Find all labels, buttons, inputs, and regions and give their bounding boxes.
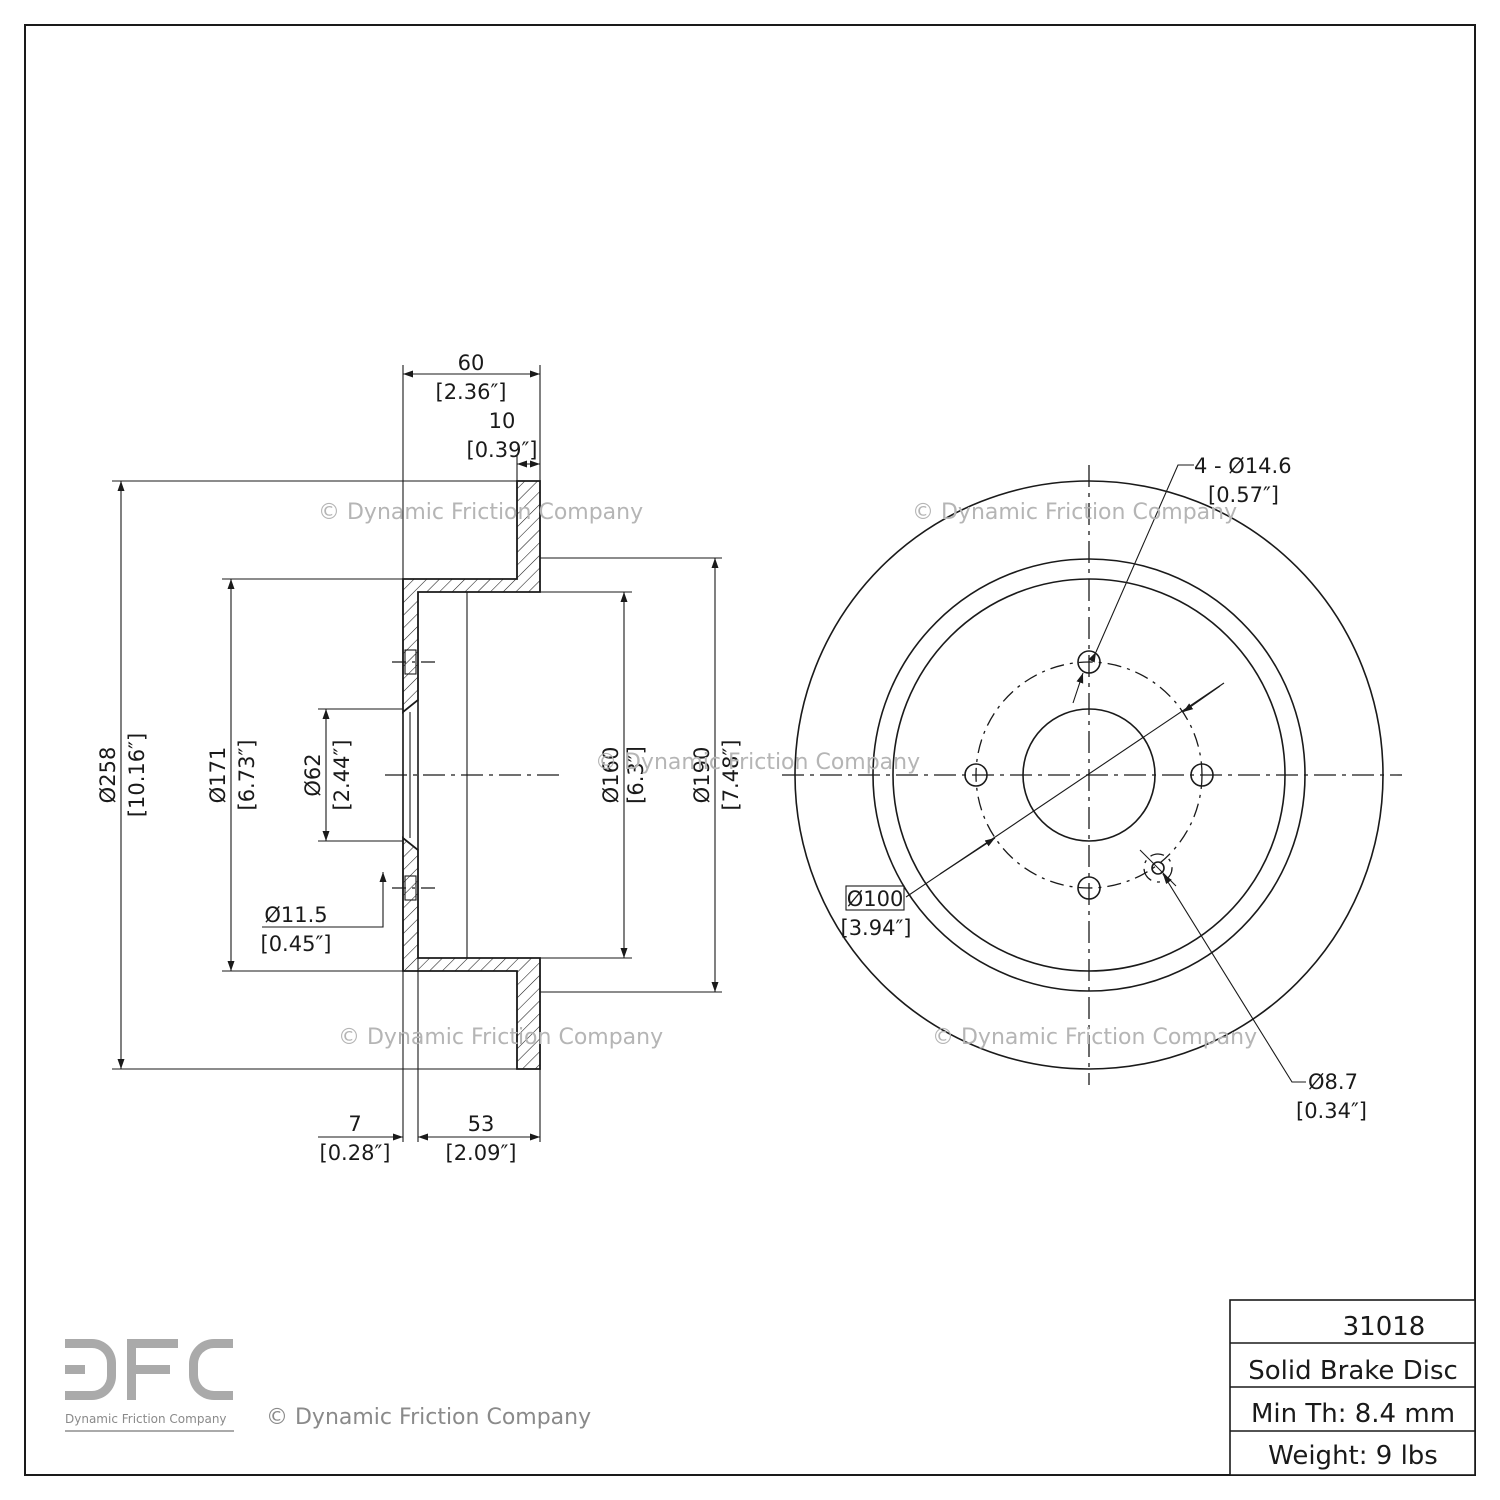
hat-diameter-in-label: [6.73″] [235,740,259,811]
bolt-hole-left [964,763,988,787]
hat-depth-mm-label: 53 [468,1112,495,1136]
title-block: 31018 Solid Brake Disc Min Th: 8.4 mm We… [1229,1299,1476,1476]
small-hole-mm-label: Ø8.7 [1308,1070,1358,1094]
part-number: 31018 [1343,1312,1426,1342]
small-hole [1151,861,1165,875]
center-bore-mm-label: Ø62 [301,753,325,796]
hat-thickness-in-label: [0.28″] [320,1141,391,1165]
thickness-mm-label: 10 [489,409,516,433]
small-hole-in-label: [0.34″] [1296,1099,1367,1123]
section-upper [402,480,541,714]
friction-diameter-in-label: [7.48″] [719,740,743,811]
stud-hole-in-label: [0.45″] [261,932,332,956]
bolt-circle-in-label: [3.94″] [841,916,912,940]
dfc-logo: Dynamic Friction Company [65,1339,234,1432]
watermark-3: © Dynamic Friction Company [595,750,920,775]
inner-diameter-mm-label: Ø160 [599,747,623,804]
section-lower [402,836,541,1070]
bolt-circle-mm-label: Ø100 [847,887,904,911]
bolt-holes-mm-label: 4 - Ø14.6 [1194,454,1292,478]
watermark-4: © Dynamic Friction Company [338,1025,663,1050]
watermark-2: © Dynamic Friction Company [912,500,1237,525]
logo-subtitle: Dynamic Friction Company [65,1412,227,1426]
thickness-in-label: [0.39″] [467,438,538,462]
inner-diameter-in-label: [6.3″] [624,746,648,804]
center-bore-in-label: [2.44″] [330,740,354,811]
width-in-label: [2.36″] [436,380,507,404]
drawing-border [24,24,1476,1476]
min-thickness: Min Th: 8.4 mm [1251,1399,1455,1429]
outer-diameter-in-label: [10.16″] [125,733,149,817]
watermark-5: © Dynamic Friction Company [932,1025,1257,1050]
bolt-hole-bottom [1077,876,1101,900]
stud-hole-mm-label: Ø11.5 [264,903,327,927]
footer-copyright: © Dynamic Friction Company [266,1405,591,1430]
outer-diameter-mm-label: Ø258 [96,747,120,804]
bolt-hole-top [1077,650,1101,674]
hat-diameter-mm-label: Ø171 [206,747,230,804]
hat-thickness-mm-label: 7 [348,1112,361,1136]
watermark-1: © Dynamic Friction Company [318,500,643,525]
hat-depth-in-label: [2.09″] [446,1141,517,1165]
side-view: 60 [2.36″] 10 [0.39″] Ø11.5 [0.45″] 7 [0… [96,351,743,1165]
width-mm-label: 60 [458,351,485,375]
watermarks: © Dynamic Friction Company © Dynamic Fri… [318,500,1257,1050]
rotor-type: Solid Brake Disc [1248,1356,1458,1386]
front-view: 4 - Ø14.6 [0.57″] Ø100 [3.94″] Ø8.7 [0.3… [782,454,1402,1123]
weight: Weight: 9 lbs [1268,1441,1438,1471]
bolt-holes-in-label: [0.57″] [1208,483,1279,507]
friction-diameter-mm-label: Ø190 [690,747,714,804]
bolt-hole-right [1190,763,1214,787]
